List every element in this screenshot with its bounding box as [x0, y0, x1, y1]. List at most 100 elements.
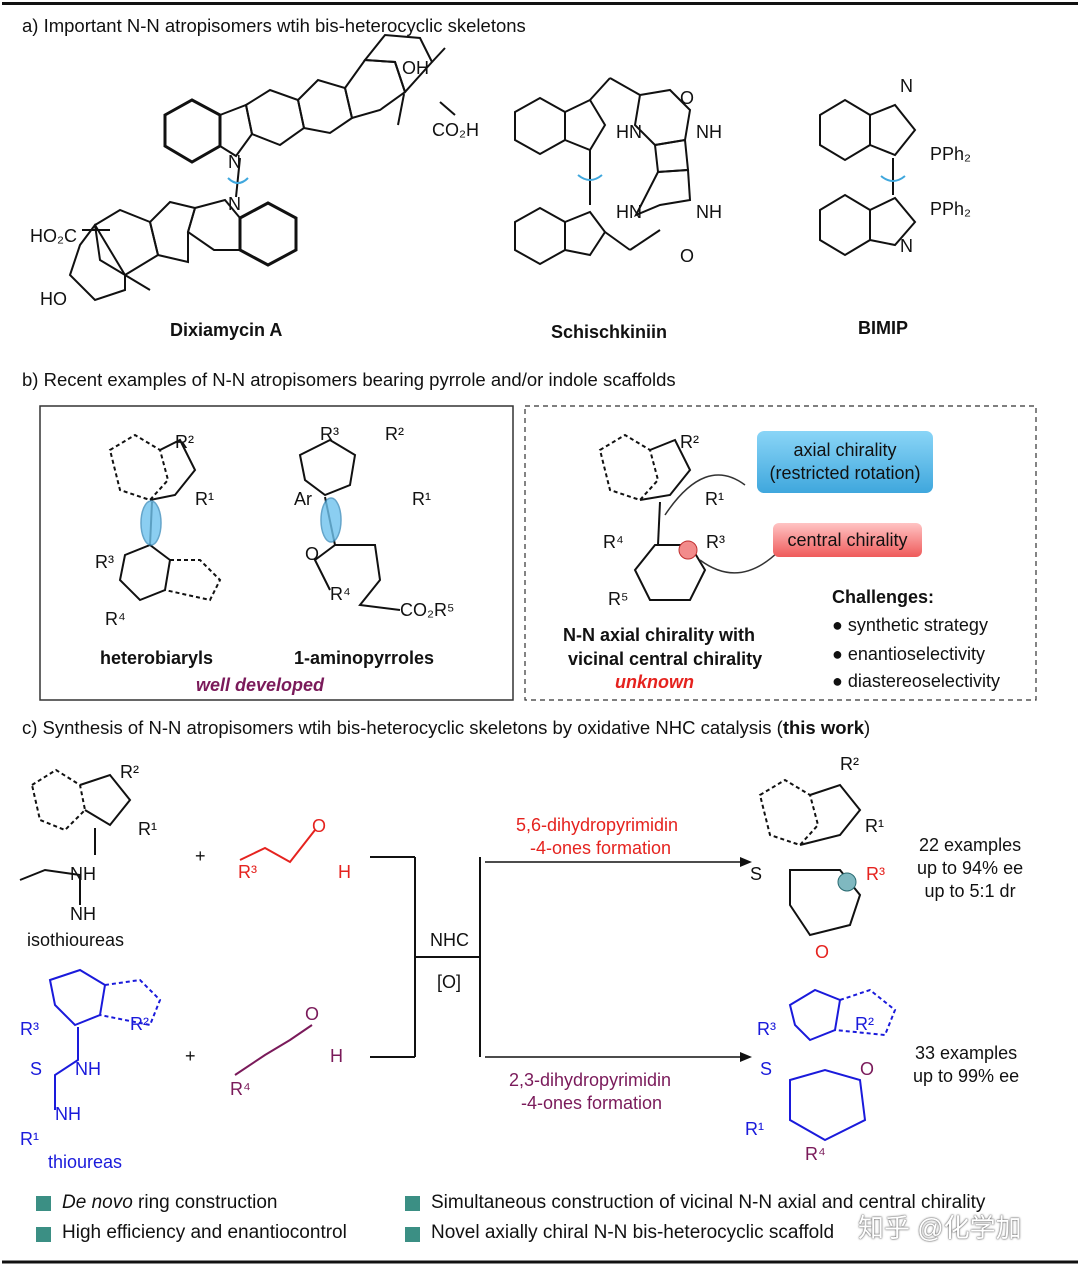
catalyst-label: NHC	[430, 930, 469, 950]
highlight-item-1: De novo ring construction	[62, 1192, 278, 1213]
svg-text:R³: R³	[95, 552, 114, 572]
svg-text:NH: NH	[75, 1059, 101, 1079]
challenge-item: ● diastereoselectivity	[832, 671, 1000, 691]
svg-text:R³: R³	[20, 1019, 39, 1039]
svg-text:HN: HN	[616, 122, 642, 142]
compound-name-dixiamycin: Dixiamycin A	[170, 320, 283, 340]
svg-text:NH: NH	[70, 864, 96, 884]
highlight-bullet	[36, 1227, 51, 1242]
top-rule	[2, 2, 1078, 5]
svg-text:R²: R²	[120, 762, 139, 782]
svg-text:PPh₂: PPh₂	[930, 144, 971, 164]
svg-text:R²: R²	[130, 1014, 149, 1034]
svg-text:R¹: R¹	[745, 1119, 764, 1139]
compound-name-bimip: BIMIP	[858, 318, 909, 338]
svg-text:O: O	[305, 1004, 319, 1024]
challenge-item: ● enantioselectivity	[832, 644, 985, 664]
reagent-isothioureas: isothioureas	[27, 930, 125, 950]
svg-text:HO₂C: HO₂C	[30, 226, 77, 246]
highlight-bullet	[405, 1227, 420, 1242]
svg-text:R³: R³	[238, 862, 257, 882]
bottom-route-line-1: 2,3-dihydropyrimidin	[509, 1070, 672, 1090]
challenge-item: ● synthetic strategy	[832, 615, 988, 635]
svg-text:R³: R³	[757, 1019, 776, 1039]
svg-text:O: O	[860, 1059, 874, 1079]
svg-text:HO: HO	[40, 289, 67, 309]
svg-text:R¹: R¹	[412, 489, 431, 509]
svg-text:+: +	[185, 1046, 196, 1066]
svg-text:R²: R²	[840, 754, 859, 774]
highlight-item-3: Simultaneous construction of vicinal N-N…	[431, 1192, 986, 1213]
svg-text:H: H	[330, 1046, 343, 1066]
svg-text:H: H	[338, 862, 351, 882]
svg-text:R¹: R¹	[20, 1129, 39, 1149]
section-c-title: c) Synthesis of N-N atropisomers wtih bi…	[22, 717, 871, 738]
svg-text:O: O	[815, 942, 829, 962]
svg-text:R²: R²	[680, 432, 699, 452]
oxidant-label: [O]	[437, 972, 462, 992]
svg-text:PPh₂: PPh₂	[930, 199, 971, 219]
svg-text:R⁴: R⁴	[230, 1079, 251, 1099]
svg-text:CO₂H: CO₂H	[432, 120, 479, 140]
svg-text:R¹: R¹	[195, 489, 214, 509]
svg-text:R³: R³	[320, 424, 339, 444]
svg-text:O: O	[680, 246, 694, 266]
svg-text:R¹: R¹	[138, 819, 157, 839]
svg-text:R⁵: R⁵	[608, 589, 628, 609]
axial-chirality-callout: axial chirality (restricted rotation)	[757, 431, 933, 493]
top-route-line-2: -4-ones formation	[530, 838, 672, 858]
svg-text:N: N	[900, 236, 913, 256]
svg-text:R²: R²	[385, 424, 404, 444]
svg-text:NH: NH	[70, 904, 96, 924]
svg-text:S: S	[750, 864, 762, 884]
svg-text:R⁴: R⁴	[105, 609, 126, 629]
svg-text:O: O	[312, 816, 326, 836]
section-a-title: a) Important N-N atropisomers wtih bis-h…	[22, 15, 526, 36]
svg-text:+: +	[195, 846, 206, 866]
svg-text:R⁴: R⁴	[330, 584, 351, 604]
caption-line-1: N-N axial chirality with	[563, 625, 756, 645]
top-route-line-1: 5,6-dihydropyrimidin	[516, 815, 679, 835]
svg-text:R⁴: R⁴	[603, 532, 624, 552]
svg-text:N: N	[228, 194, 241, 214]
svg-text:R²: R²	[175, 432, 194, 452]
highlight-bullet	[36, 1196, 51, 1211]
central-chirality-callout: central chirality	[773, 523, 922, 557]
svg-text:N: N	[900, 76, 913, 96]
svg-text:R²: R²	[855, 1014, 874, 1034]
watermark: 知乎 @化学加	[858, 1213, 1022, 1243]
svg-text:O: O	[680, 88, 694, 108]
bottom-route-line-2: -4-ones formation	[521, 1093, 663, 1113]
status-unknown: unknown	[615, 672, 694, 692]
svg-text:NH: NH	[696, 202, 722, 222]
label-aminopyrroles: 1-aminopyrroles	[294, 648, 435, 668]
section-b-title: b) Recent examples of N-N atropisomers b…	[22, 369, 676, 390]
svg-text:R³: R³	[866, 864, 885, 884]
svg-text:R⁴: R⁴	[805, 1144, 826, 1164]
top-route-stats: 22 examples up to 94% ee up to 5:1 dr	[917, 835, 1024, 901]
svg-text:R³: R³	[706, 532, 725, 552]
bottom-route-stats: 33 examples up to 99% ee	[913, 1043, 1020, 1086]
caption-line-2: vicinal central chirality	[568, 649, 763, 669]
svg-text:CO₂R⁵: CO₂R⁵	[400, 600, 454, 620]
svg-text:S: S	[760, 1059, 772, 1079]
status-well-developed: well developed	[196, 675, 325, 695]
reagent-thioureas: thioureas	[48, 1152, 123, 1172]
svg-text:NH: NH	[696, 122, 722, 142]
challenges-title: Challenges:	[832, 587, 935, 607]
svg-text:N: N	[228, 152, 241, 172]
svg-text:HN: HN	[616, 202, 642, 222]
highlight-item-2: High efficiency and enantiocontrol	[62, 1222, 347, 1243]
svg-text:S: S	[30, 1059, 42, 1079]
svg-text:R¹: R¹	[865, 816, 884, 836]
svg-text:OH: OH	[402, 58, 429, 78]
svg-text:R¹: R¹	[705, 489, 724, 509]
highlight-bullet	[405, 1196, 420, 1211]
svg-text:Ar: Ar	[294, 489, 312, 509]
label-heterobiaryls: heterobiaryls	[100, 648, 214, 668]
compound-name-schischkiniin: Schischkiniin	[551, 322, 668, 342]
highlight-item-4: Novel axially chiral N-N bis-heterocycli…	[431, 1222, 835, 1243]
svg-text:O: O	[305, 544, 319, 564]
svg-text:NH: NH	[55, 1104, 81, 1124]
